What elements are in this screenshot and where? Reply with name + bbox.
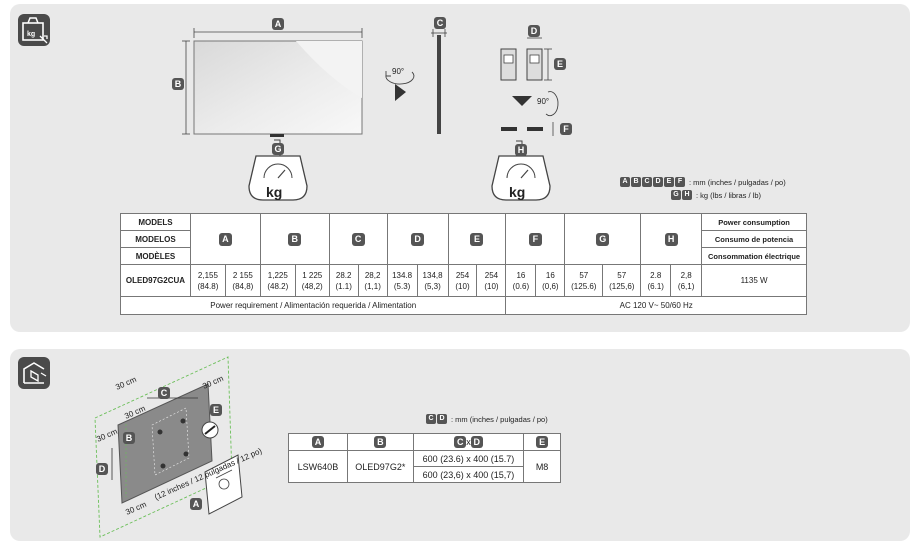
wall-col-x: x	[466, 437, 471, 447]
badge-c: C	[434, 17, 446, 29]
power-requirement-value: AC 120 V~ 50/60 Hz	[505, 296, 807, 315]
vesa-metric: 600 (23,6) x 400 (15,7)	[412, 466, 525, 483]
svg-text:kg: kg	[27, 31, 35, 38]
wall-col-b-badge: B	[374, 436, 387, 448]
wall-col-e-badge: E	[536, 436, 549, 448]
rotate-icon	[385, 71, 415, 85]
spec-table: MODELS A B C D E F G H Power consumption…	[119, 213, 807, 315]
wall-col-a-badge: A	[311, 436, 324, 448]
wall-legend-badge-d: D	[437, 414, 447, 424]
wall-col-c-badge: C	[454, 436, 467, 448]
badge-g: G	[272, 143, 284, 155]
badge-h: H	[515, 144, 527, 156]
legend-badge-g: G	[671, 190, 681, 200]
wall-bracket	[204, 454, 243, 515]
value-cell: 16(0,6)	[535, 264, 566, 297]
value-cell: 2 155(84,8)	[224, 264, 261, 297]
col-h-badge: H	[664, 232, 678, 246]
arrow-down-icon	[512, 96, 532, 106]
tv-model: OLED97G2*	[346, 450, 414, 483]
col-d-badge: D	[411, 232, 425, 246]
legend-badge-d: D	[653, 177, 663, 187]
badge-b: B	[172, 78, 184, 90]
scale-unit-2: kg	[509, 184, 525, 200]
legend-badge-c: C	[642, 177, 652, 187]
wall-badge-b: B	[123, 432, 135, 444]
table-row: LSW640B OLED97G2* 600 (23.6) x 400 (15.7…	[288, 450, 561, 483]
col-c-badge: C	[351, 232, 365, 246]
wall-col-b: B	[346, 433, 414, 451]
legend-dims-text: : mm (inches / pulgadas / po)	[689, 177, 786, 187]
power-value: 1135 W	[701, 264, 807, 297]
wall-badge-d: D	[96, 463, 108, 475]
legend-dimensions: A B C D E F : mm (inches / pulgadas / po…	[620, 177, 786, 187]
col-g-badge: G	[596, 232, 610, 246]
wall-badge-a: A	[190, 498, 202, 510]
table-row: 600 (23,6) x 400 (15,7)	[289, 466, 561, 483]
scale-unit-1: kg	[266, 184, 282, 200]
col-g-header: G	[564, 213, 642, 265]
legend-badge-a: A	[620, 177, 630, 187]
badge-f: F	[560, 123, 572, 135]
legend-badge-f: F	[675, 177, 685, 187]
screw-size: M8	[523, 450, 561, 483]
legend-badge-b: B	[631, 177, 641, 187]
badge-e: E	[554, 58, 566, 70]
model-name: OLED97G2CUA	[120, 264, 191, 297]
wall-legend-text: : mm (inches / pulgadas / po)	[451, 414, 548, 424]
clear-right: 30 cm	[201, 374, 225, 391]
value-cell: 1,225(48.2)	[259, 264, 296, 297]
legend-weight-text: : kg (lbs / libras / lb)	[696, 190, 762, 200]
weight-box-icon: kg	[18, 14, 50, 46]
col-f-badge: F	[528, 232, 542, 246]
legend-badge-h: H	[682, 190, 692, 200]
col-b-badge: B	[288, 232, 302, 246]
wall-col-e: E	[523, 433, 561, 451]
arrow-right-icon	[395, 84, 406, 101]
col-e-badge: E	[470, 232, 484, 246]
badge-d: D	[528, 25, 540, 37]
wall-mount-icon	[18, 357, 50, 389]
clear-top: 30 cm	[114, 375, 138, 392]
value-cell: 2,8(6,1)	[670, 264, 703, 297]
wall-col-a: A	[288, 433, 348, 451]
clear-bottom: 30 cm	[124, 500, 148, 517]
bracket-model: LSW640B	[288, 450, 348, 483]
badge-a: A	[272, 18, 284, 30]
tv-side	[437, 35, 441, 134]
power-requirement-label: Power requirement / Alimentación requeri…	[119, 296, 507, 315]
col-a-badge: A	[218, 232, 232, 246]
col-b-header: B	[259, 213, 330, 265]
legend-weight: G H : kg (lbs / libras / lb)	[671, 190, 761, 200]
stand-feet	[500, 48, 543, 81]
rotate-label-2: 90°	[537, 97, 549, 106]
wall-badge-e: E	[210, 404, 222, 416]
value-cell: 57(125,6)	[602, 264, 642, 297]
rotate-label-1: 90°	[392, 67, 404, 76]
wall-legend-badge-c: C	[426, 414, 436, 424]
wall-badge-c: C	[158, 387, 170, 399]
scale-icon-2	[491, 140, 551, 201]
col-f-header: F	[505, 213, 566, 265]
vesa-imperial: 600 (23.6) x 400 (15.7)	[412, 450, 525, 467]
legend-badge-e: E	[664, 177, 674, 187]
value-cell: 16(0.6)	[505, 264, 537, 297]
wall-legend: C D : mm (inches / pulgadas / po)	[426, 414, 548, 424]
value-cell: 254(10)	[476, 264, 507, 297]
clear-left: 30 cm	[95, 427, 119, 444]
wall-col-d-badge: D	[470, 436, 483, 448]
